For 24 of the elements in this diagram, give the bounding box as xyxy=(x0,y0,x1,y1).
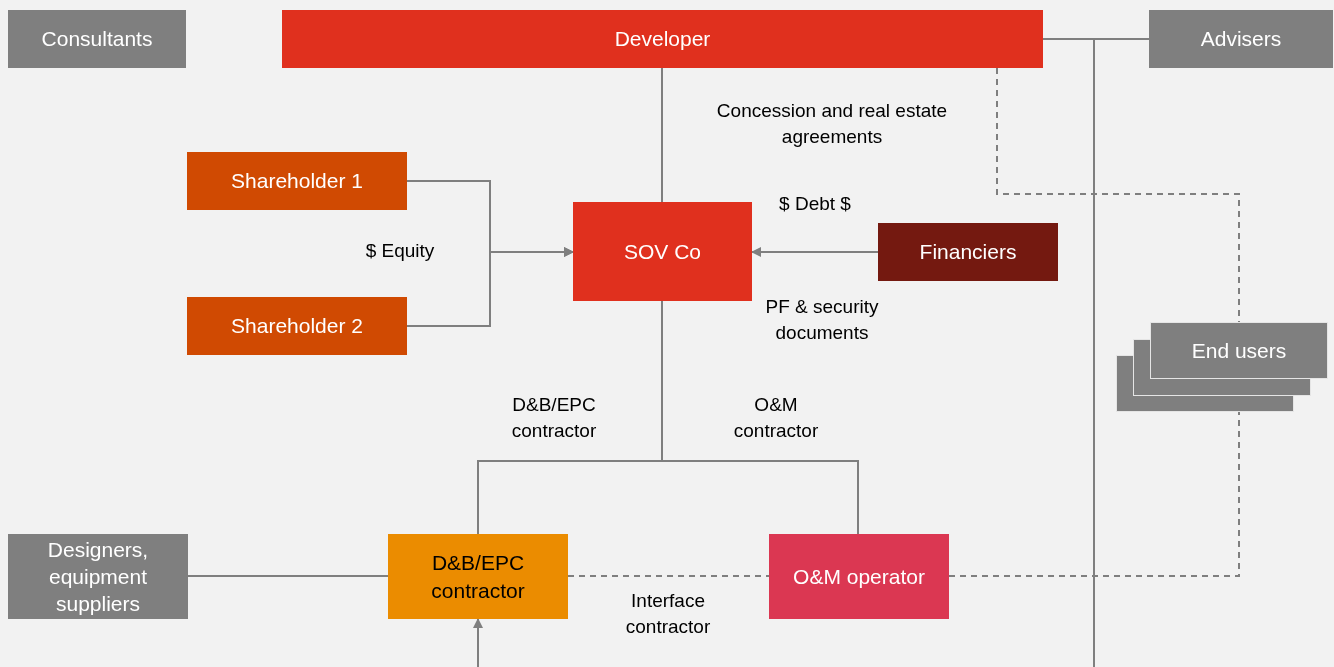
edge-label: $ Debt $ xyxy=(778,192,852,216)
process-box: Designers, equipment suppliers xyxy=(8,534,188,619)
process-box: Financiers xyxy=(878,223,1058,281)
edge-label: O&M contractor xyxy=(732,393,820,443)
arrow xyxy=(406,247,574,327)
arrow xyxy=(751,247,879,257)
edge-label: D&B/EPC contractor xyxy=(510,393,598,443)
arrow xyxy=(473,618,483,667)
note-label: PF & security documents xyxy=(764,295,880,345)
dashed-connector xyxy=(567,575,770,577)
edge-label: $ Equity xyxy=(364,239,436,263)
connector-line xyxy=(661,67,663,203)
connector-line xyxy=(187,575,389,577)
process-box: Developer xyxy=(282,10,1043,68)
edge-label: Concession and real estate agreements xyxy=(715,99,949,149)
process-box: O&M operator xyxy=(769,534,949,619)
process-box: Shareholder 1 xyxy=(187,152,407,210)
dashed-connector xyxy=(948,411,1240,577)
process-box: Advisers xyxy=(1149,10,1333,68)
process-box: D&B/EPC contractor xyxy=(388,534,568,619)
process-box: Consultants xyxy=(8,10,186,68)
edge-label: Interface contractor xyxy=(624,589,712,639)
process-box: SOV Co xyxy=(573,202,752,301)
process-box: Shareholder 2 xyxy=(187,297,407,355)
